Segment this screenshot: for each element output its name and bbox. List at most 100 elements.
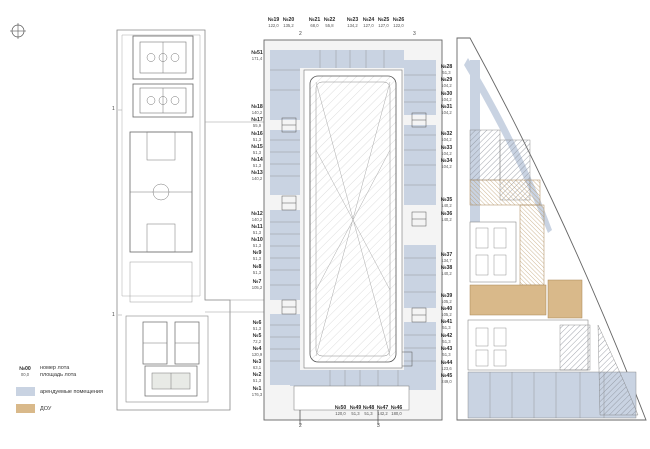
lot-area: 68,0 (310, 23, 319, 28)
lot-number: №22 (323, 17, 336, 23)
lot-area: 171,4 (251, 56, 263, 61)
lot-number: №29 (440, 77, 453, 83)
lot-area: 127,0 (378, 23, 389, 28)
lot-number: №25 (377, 17, 390, 23)
compass-icon (10, 23, 26, 39)
lot-area: 140,2 (441, 203, 452, 208)
lot-number: №44 (440, 360, 453, 366)
lot-number: №15 (251, 144, 263, 150)
lot-area: 122,0 (268, 23, 279, 28)
lot-area: 105,2 (441, 312, 452, 317)
lot-area: 140,2 (251, 176, 263, 181)
lot-number: №39 (440, 293, 453, 299)
lot-area: 51,3 (442, 339, 451, 344)
lot-area: 105,2 (251, 285, 263, 290)
lot-area: 51,3 (252, 150, 262, 155)
lot-area: 140,2 (251, 110, 263, 115)
lot-number: №49 (349, 405, 362, 411)
lot-number: №37 (440, 252, 453, 258)
lot-number: №9 (252, 250, 262, 256)
lot-area: 51,3 (364, 411, 373, 416)
central-building (263, 39, 443, 425)
legend-key-number: №00 (19, 366, 31, 372)
lot-number: №35 (440, 197, 453, 203)
section-mark-bottom-3: 3 (377, 423, 380, 429)
section-mark-left-1: 1 (112, 106, 115, 112)
lot-area: 51,3 (252, 230, 262, 235)
legend-key-area: 00,0 (20, 372, 30, 377)
lot-area: 104,2 (441, 110, 452, 115)
section-mark-top-2: 2 (299, 31, 302, 37)
section-mark-left-1b: 1 (112, 312, 115, 318)
lot-area: 105,2 (441, 299, 452, 304)
lot-area: 55,9 (252, 123, 262, 128)
lot-number: №18 (251, 104, 263, 110)
lot-area: 104,2 (441, 137, 452, 142)
lot-number: №14 (251, 157, 263, 163)
lot-area: 51,3 (252, 243, 262, 248)
lot-number: №33 (440, 145, 453, 151)
lot-number: №8 (252, 264, 262, 270)
lot-area: 51,3 (252, 378, 262, 383)
sports-grounds (116, 29, 231, 411)
lot-number: №32 (440, 131, 453, 137)
lot-number: №46 (390, 405, 403, 411)
lot-number: №23 (346, 17, 359, 23)
lot-number: №30 (440, 91, 453, 97)
lot-area: 123,6 (441, 366, 452, 371)
lot-area: 72,2 (252, 339, 262, 344)
lot-number: №47 (376, 405, 389, 411)
